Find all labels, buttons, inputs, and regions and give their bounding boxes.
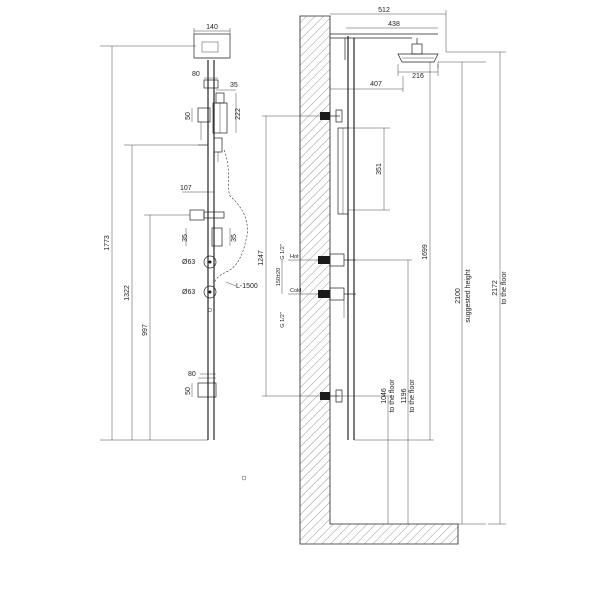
width-35-label: 35	[230, 82, 238, 89]
height-1773-label: 1773	[104, 235, 111, 251]
thread-bottom-label: G 1/2"	[280, 312, 286, 327]
depth-50-bottom-label: 50	[185, 387, 192, 395]
mixer-valve-icon	[203, 255, 217, 299]
square-shower-head-icon	[193, 33, 231, 59]
height-222-label: 222	[235, 108, 242, 120]
side-section-view: 512 438 407 216 351 1247 G 1/2" G 1/2" H…	[258, 7, 508, 545]
width-438-label: 438	[388, 21, 400, 28]
hand-shower-icon	[212, 92, 228, 162]
width-512-label: 512	[378, 7, 390, 14]
cold-label: Cold	[290, 288, 301, 294]
height-1046-label: 1046	[381, 388, 388, 404]
height-1699-label: 1699	[422, 244, 429, 260]
depth-35-left-label: 35	[182, 234, 189, 242]
diameter-63-bottom-label: Ø63	[182, 289, 195, 296]
height-1046-note: to the floor	[389, 379, 396, 413]
width-216-label: 216	[412, 73, 424, 80]
height-997-label: 997	[142, 324, 149, 336]
shower-head-icon	[397, 38, 439, 63]
height-1322-label: 1322	[124, 285, 131, 301]
wall-hatch-icon	[299, 15, 459, 545]
height-2100-note: suggested height	[465, 269, 472, 322]
width-107-label: 107	[180, 185, 192, 192]
thread-top-label: G 1/2"	[280, 244, 286, 259]
cold-valve	[318, 287, 356, 301]
diameter-63-top-label: Ø63	[182, 259, 195, 266]
depth-35-right-label: 35	[231, 234, 238, 242]
height-1196-label: 1196	[401, 388, 408, 403]
wall-connector-top	[320, 109, 343, 123]
height-1247-label: 1247	[258, 250, 265, 266]
depth-50-top-label: 50	[185, 112, 192, 120]
height-2172-label: 2172	[492, 280, 499, 296]
hose-length-label: L-1500	[236, 283, 258, 290]
width-407-label: 407	[370, 81, 382, 88]
height-2100-label: 2100	[455, 288, 462, 304]
width-140-label: 140	[206, 24, 218, 31]
height-2172-note: to the floor	[501, 271, 508, 305]
width-80-bottom-label: 80	[188, 371, 196, 378]
valve-spacing-label: 150±20	[276, 268, 282, 286]
hot-label: Hot	[290, 254, 299, 260]
front-elevation-view: 1773 1322 997 140 80 35 222 50 107 35 35…	[100, 24, 258, 481]
hot-valve	[318, 253, 356, 267]
width-80-top-label: 80	[192, 71, 200, 78]
height-351-label: 351	[376, 163, 383, 175]
height-1196-note: to the floor	[409, 379, 416, 413]
